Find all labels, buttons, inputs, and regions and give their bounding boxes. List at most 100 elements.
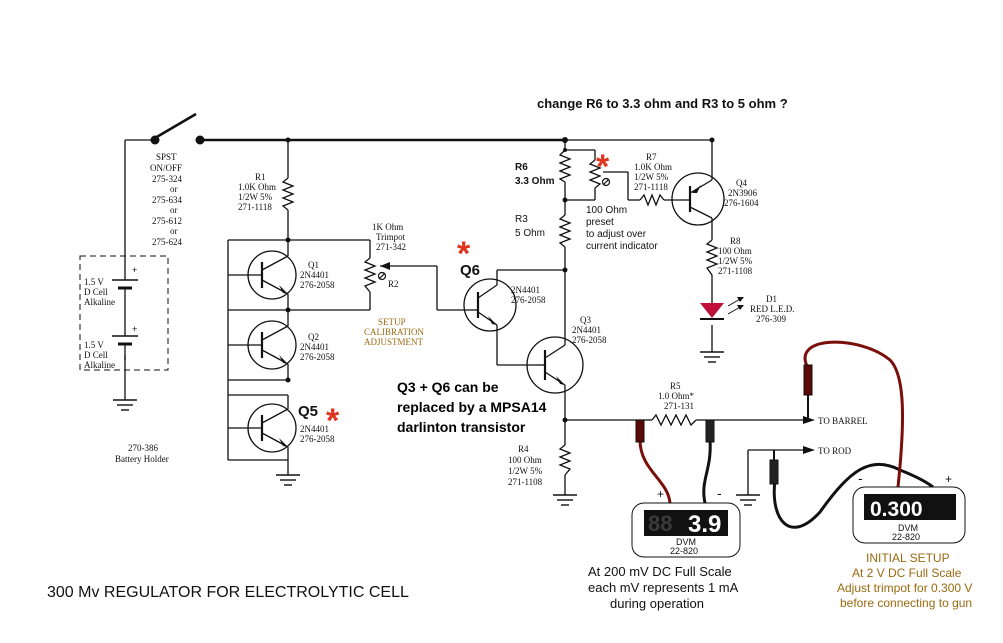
r8-label: R8 100 Ohm 1/2W 5% 271-1108 [718,236,753,276]
svg-text:R5: R5 [670,381,681,391]
svg-text:22-820: 22-820 [670,546,698,556]
q6-name: Q6 [460,262,480,279]
r4-label: R4 100 Ohm 1/2W 5% 271-1108 [508,444,543,487]
dvm-right-caption: INITIAL SETUP At 2 V DC Full Scale Adjus… [837,551,972,610]
svg-text:R8: R8 [730,236,741,246]
r1-resistor [281,177,295,211]
svg-text:2N4401: 2N4401 [300,270,329,280]
svg-text:276-1604: 276-1604 [724,198,759,208]
svg-text:or: or [170,226,178,236]
asterisk-icon: * [596,148,610,186]
ground-symbols [113,351,760,506]
svg-text:or: or [170,184,178,194]
svg-text:276-2058: 276-2058 [572,335,607,345]
q1-label: Q1 2N4401 276-2058 [300,260,335,290]
svg-text:Q1: Q1 [308,260,319,270]
svg-text:ON/OFF: ON/OFF [150,163,182,173]
svg-text:Battery Holder: Battery Holder [115,454,169,464]
svg-text:1/2W 5%: 1/2W 5% [508,466,543,476]
darlington-note: Q3 + Q6 can be replaced by a MPSA14 darl… [397,379,547,435]
svg-text:271-1108: 271-1108 [508,477,543,487]
q5-name: Q5 [298,403,318,420]
svg-text:276-309: 276-309 [756,314,786,324]
r2-trimpot [363,257,377,293]
q2-transistor [228,310,297,380]
svg-text:271-342: 271-342 [376,242,406,252]
svg-text:+: + [657,487,664,501]
wiper-arrow-icon [380,262,390,270]
q6-part: 2N4401 276-2058 [511,285,546,305]
junction-dots [285,137,715,423]
q2-label: Q2 2N4401 276-2058 [300,332,335,362]
r3-resistor [558,214,572,248]
svg-text:100 Ohm: 100 Ohm [508,455,542,465]
svg-text:current indicator: current indicator [586,241,658,252]
svg-text:271-131: 271-131 [664,401,694,411]
svg-text:Adjust trimpot for 0.300 V: Adjust trimpot for 0.300 V [837,581,972,595]
svg-text:1/2W 5%: 1/2W 5% [718,256,753,266]
svg-text:271-1118: 271-1118 [634,182,668,192]
svg-text:Q3: Q3 [580,315,591,325]
svg-text:each mV represents 1 mA: each mV represents 1 mA [588,580,739,595]
battery-labels: 1.5 V D Cell Alkaline 1.5 V D Cell Alkal… [84,277,169,464]
resistors [281,149,719,476]
q3-transistor [526,336,584,394]
to-barrel-label: TO BARREL [818,416,868,426]
pot-wipers [377,177,611,281]
r4-resistor [558,444,572,476]
svg-text:Alkaline: Alkaline [84,297,115,307]
svg-text:Alkaline: Alkaline [84,360,115,370]
svg-text:-: - [858,470,863,486]
note-top: change R6 to 3.3 ohm and R3 to 5 ohm ? [537,96,788,111]
switch-label: SPST ON/OFF 275-324 or 275-634 or 275-61… [150,152,182,247]
wiring [124,138,805,495]
q3-label: Q3 2N4401 276-2058 [572,315,607,345]
svg-text:276-2058: 276-2058 [300,434,335,444]
svg-text:R2: R2 [388,279,399,289]
dvm-left-reading: 3.9 [688,511,721,538]
arrow-to-barrel-icon [803,416,815,424]
dvm-left: 88 3.9 DVM 22-820 + - [631,485,741,558]
svg-text:1.0K Ohm: 1.0K Ohm [238,182,276,192]
asterisk-marks: * * * [326,148,610,440]
r5-label: R5 1.0 Ohm* 271-131 [658,381,695,411]
transistors [228,172,725,460]
svg-text:1.0 Ohm*: 1.0 Ohm* [658,391,695,401]
r8-resistor [705,239,719,276]
svg-text:SPST: SPST [156,152,177,162]
svg-text:100 Ohm: 100 Ohm [718,246,752,256]
svg-text:RED L.E.D.: RED L.E.D. [750,304,795,314]
svg-text:275-634: 275-634 [152,195,182,205]
svg-text:R3: R3 [515,214,528,225]
svg-text:replaced by a MPSA14: replaced by a MPSA14 [397,399,547,415]
q4-transistor [671,172,725,226]
q5-transistor [228,395,297,460]
svg-text:DVM: DVM [898,523,918,533]
svg-text:271-1108: 271-1108 [718,266,753,276]
svg-text:Q2: Q2 [308,332,319,342]
q4-label: Q4 2N3906 276-1604 [724,178,759,208]
svg-text:darlinton transistor: darlinton transistor [397,419,526,435]
page-title: 300 Mv REGULATOR FOR ELECTROLYTIC CELL [47,584,409,601]
setup-calibration-label: SETUP CALIBRATION ADJUSTMENT [364,317,424,347]
asterisk-icon: * [326,402,340,440]
svg-text:or: or [170,205,178,215]
svg-text:At 200 mV DC Full Scale: At 200 mV DC Full Scale [588,564,732,579]
svg-text:before connecting to gun: before connecting to gun [840,596,972,610]
svg-text:2N4401: 2N4401 [572,325,601,335]
r6-label: R6 3.3 Ohm [515,162,555,187]
svg-text:R4: R4 [518,444,529,454]
r6-resistor [558,149,572,183]
svg-text:1/2W 5%: 1/2W 5% [634,172,669,182]
svg-text:SETUP: SETUP [378,317,406,327]
preset-label: 100 Ohm preset to adjust over current in… [586,205,658,252]
svg-text:275-324: 275-324 [152,174,182,184]
preset-resistor [588,159,602,189]
to-rod-label: TO ROD [818,446,852,456]
svg-text:Q3 + Q6 can be: Q3 + Q6 can be [397,379,499,395]
svg-text:Trimpot: Trimpot [376,232,406,242]
svg-text:+: + [132,265,137,275]
svg-text:to adjust over: to adjust over [586,229,647,240]
asterisk-icon: * [457,235,471,273]
